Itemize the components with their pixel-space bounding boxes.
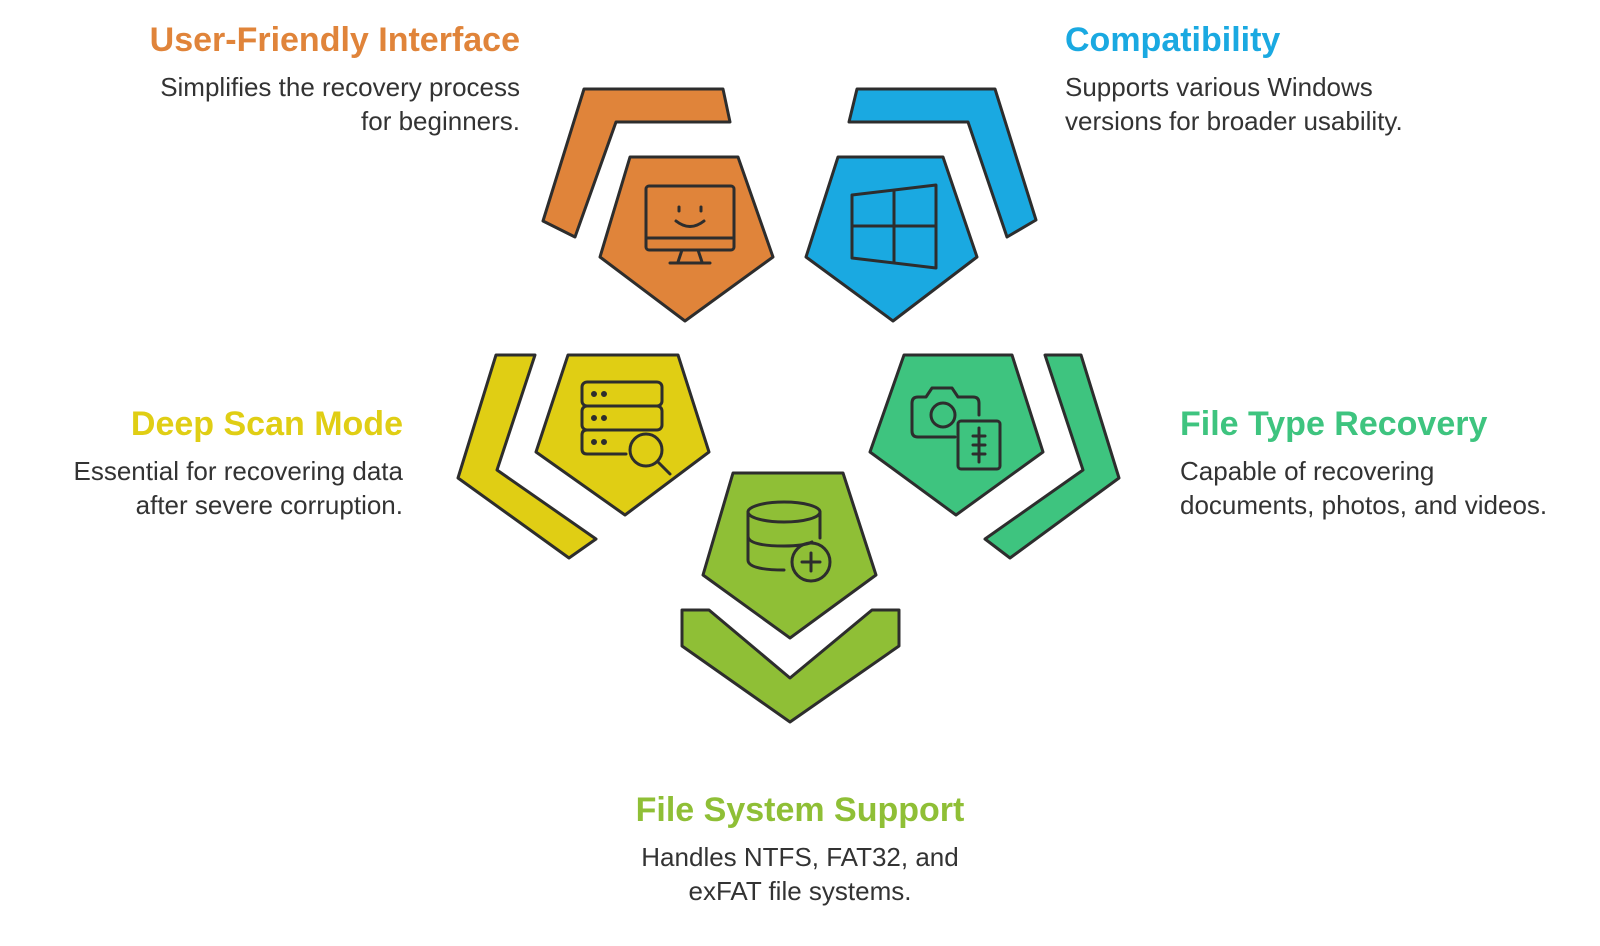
file-system-desc-line1: Handles NTFS, FAT32, and <box>641 842 959 872</box>
user-friendly-outer-bracket <box>541 87 732 239</box>
file-type-description: Capable of recovering documents, photos, … <box>1180 454 1580 522</box>
deep-scan-label: Deep Scan Mode Essential for recovering … <box>20 404 403 522</box>
monitor-smile-icon <box>644 184 736 265</box>
user-friendly-desc-line1: Simplifies the recovery process <box>160 72 520 102</box>
deep-scan-description: Essential for recovering data after sever… <box>20 454 403 522</box>
user-friendly-description: Simplifies the recovery process for begin… <box>60 70 520 138</box>
file-system-label: File System Support Handles NTFS, FAT32,… <box>520 790 1080 908</box>
deep-scan-title: Deep Scan Mode <box>130 405 403 443</box>
file-type-title: File Type Recovery <box>1180 405 1488 443</box>
compatibility-label: Compatibility Supports various Windows ve… <box>1065 20 1545 138</box>
file-type-label: File Type Recovery Capable of recovering… <box>1180 404 1580 522</box>
deep-scan-outer-bracket <box>456 353 598 560</box>
compatibility-desc-line2: versions for broader usability. <box>1065 106 1403 136</box>
windows-logo-icon <box>850 183 938 270</box>
database-plus-icon <box>746 500 832 583</box>
user-friendly-label: User-Friendly Interface Simplifies the r… <box>60 20 520 138</box>
server-search-icon <box>580 380 672 476</box>
user-friendly-title: User-Friendly Interface <box>149 21 520 59</box>
compatibility-pentagon <box>804 155 979 323</box>
compatibility-title: Compatibility <box>1065 21 1281 59</box>
deep-scan-desc-line2: after severe corruption. <box>135 490 403 520</box>
file-type-desc-line2: documents, photos, and videos. <box>1180 490 1548 520</box>
file-system-pentagon <box>701 471 878 640</box>
file-type-desc-line1: Capable of recovering <box>1180 456 1435 486</box>
deep-scan-desc-line1: Essential for recovering data <box>73 456 403 486</box>
file-system-desc-line2: exFAT file systems. <box>688 876 912 906</box>
user-friendly-desc-line2: for beginners. <box>361 106 520 136</box>
file-system-description: Handles NTFS, FAT32, and exFAT file syste… <box>520 840 1080 908</box>
compatibility-desc-line1: Supports various Windows <box>1065 72 1373 102</box>
camera-document-icon <box>910 386 1002 471</box>
file-type-outer-bracket <box>983 353 1121 560</box>
compatibility-description: Supports various Windows versions for bro… <box>1065 70 1545 138</box>
file-system-title: File System Support <box>635 791 965 829</box>
file-system-outer-bracket <box>680 608 901 724</box>
deep-scan-pentagon <box>534 353 711 517</box>
compatibility-outer-bracket <box>847 87 1038 239</box>
